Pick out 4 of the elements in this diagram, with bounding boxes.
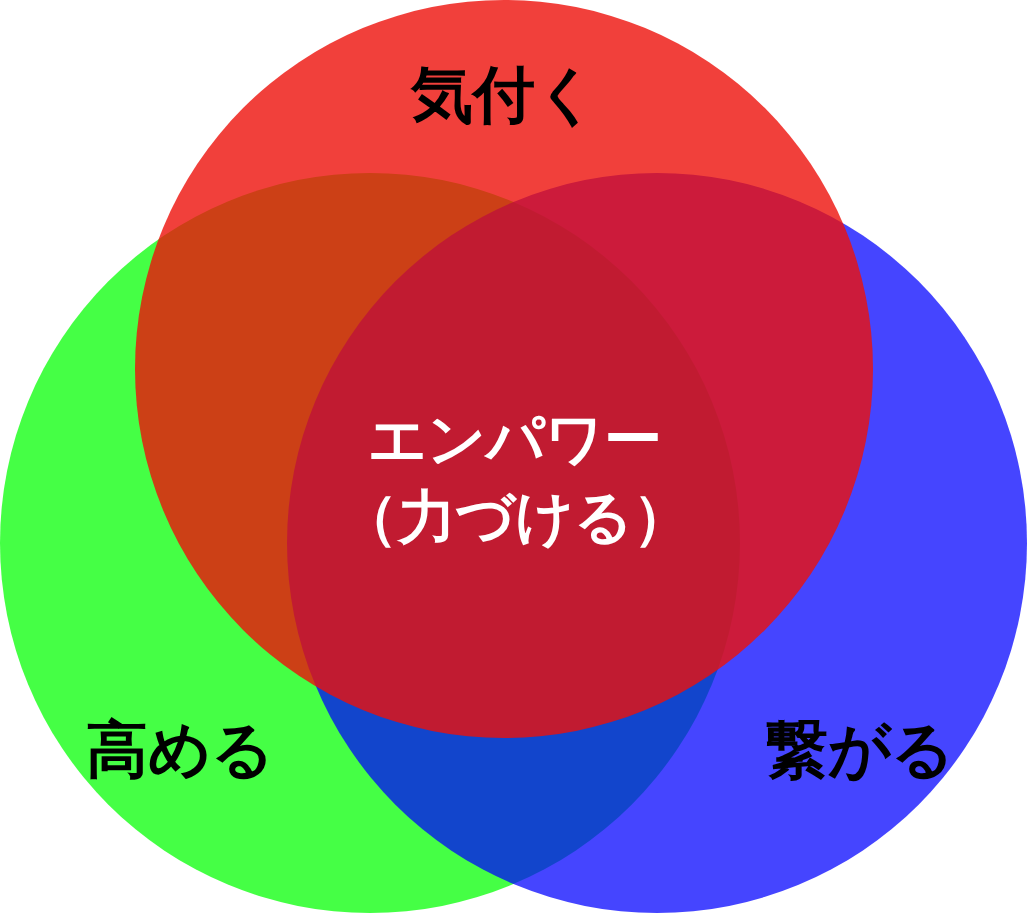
circle-label: 高める bbox=[86, 712, 274, 788]
circle-label: 気付く bbox=[410, 57, 598, 133]
circle-label: 繋がる bbox=[766, 712, 954, 788]
center-label: エンパワー（力づける） bbox=[338, 404, 692, 553]
